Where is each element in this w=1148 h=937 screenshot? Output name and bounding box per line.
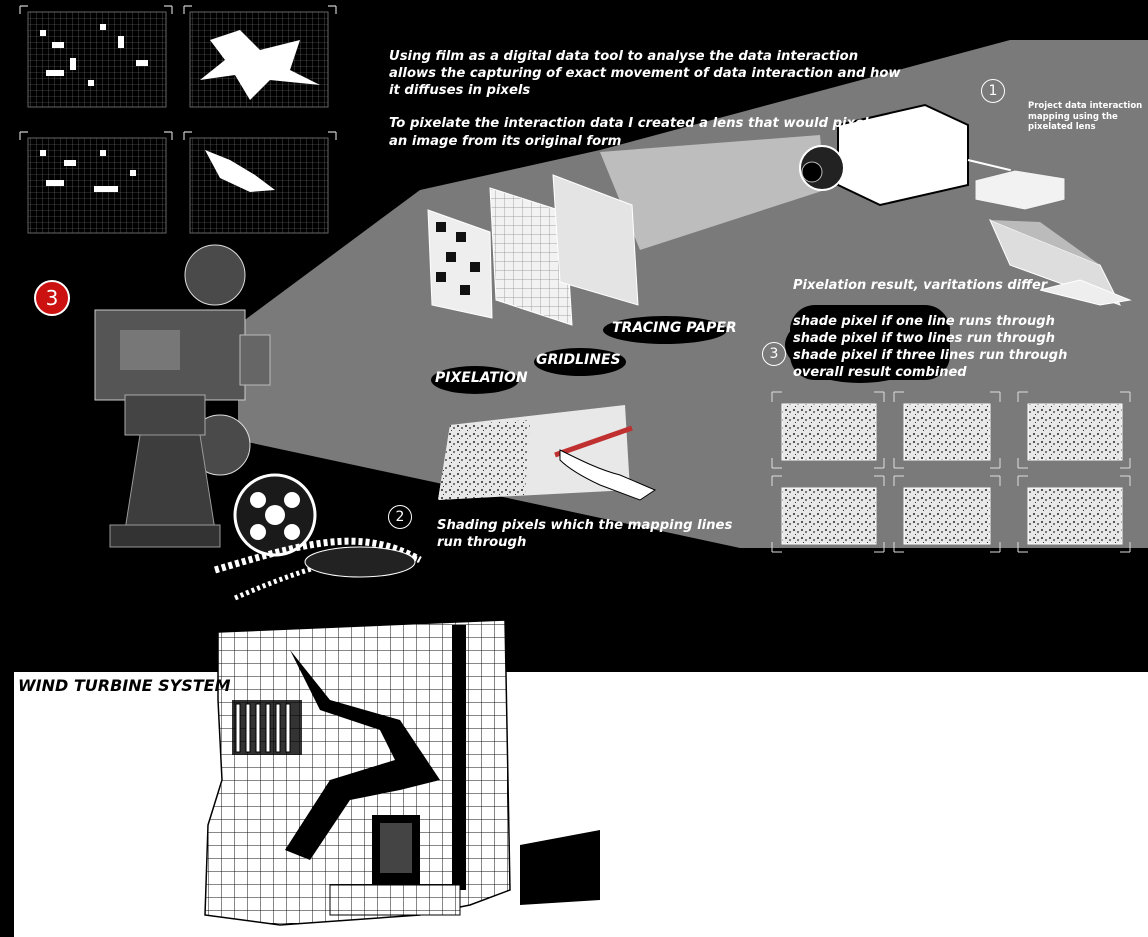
gridlines-label: GRIDLINES [536, 352, 621, 368]
results-item: shade pixel if two lines run through [793, 331, 1055, 347]
results-item: overall result combined [793, 365, 967, 381]
results-list: shade pixel if one line runs through sha… [793, 313, 1067, 382]
intro-paragraph-2: To pixelate the interaction data I creat… [389, 116, 893, 149]
shading-tablet [438, 405, 657, 501]
results-item: shade pixel if three lines run through [793, 348, 1068, 364]
tracing-paper-layer [552, 174, 639, 306]
step-1-marker: 1 [981, 79, 1005, 103]
intro-text: Using film as a digital data tool to ana… [389, 48, 909, 166]
thumb-1 [27, 11, 167, 108]
results-heading: Pixelation result, varitations differ [793, 278, 1048, 293]
wind-turbine-title: WIND TURBINE SYSTEM [18, 676, 231, 695]
pixelation-label: PIXELATION [435, 370, 528, 386]
top-grid-thumbnails [19, 5, 337, 234]
step-3-red-marker: 3 [34, 280, 70, 316]
lens-layers [427, 174, 639, 326]
pixelation-layer [427, 209, 493, 319]
laptop [989, 219, 1132, 306]
tracing-paper-label: TRACING PAPER [612, 320, 737, 336]
film-reel [214, 473, 422, 601]
projector-box [799, 103, 1066, 211]
step-2-marker: 2 [388, 505, 412, 529]
film-projector [94, 244, 271, 548]
results-item: shade pixel if one line runs through [793, 314, 1055, 329]
intro-paragraph-1: Using film as a digital data tool to ana… [389, 49, 901, 99]
result-panels [771, 391, 1131, 553]
gridlines-layer [489, 187, 573, 326]
step-3-marker: 3 [762, 342, 786, 366]
projector-note: Project data interaction mapping using t… [1028, 101, 1143, 133]
wind-turbine-structure [204, 619, 600, 926]
shading-caption: Shading pixels which the mapping lines r… [437, 518, 733, 551]
lower-panel-left-strip [0, 672, 14, 937]
projection-beam-light [600, 135, 825, 250]
